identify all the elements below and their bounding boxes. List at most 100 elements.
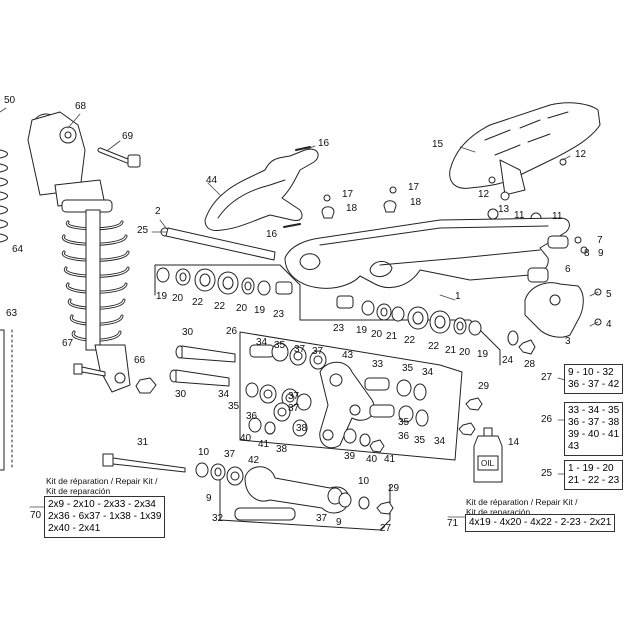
callout-1: 1 [455,291,461,302]
bracket-3 [524,282,584,338]
callout-11-right: 11 [552,211,563,222]
callout-64: 64 [12,244,24,255]
chain-guard-15 [449,102,601,196]
kit-70-title-line-1: Kit de réparation / Repair Kit / [46,476,158,486]
axle-bolt-2 [160,227,276,261]
callout-16-top: 16 [318,138,330,149]
callout-3: 3 [565,336,571,347]
callout-33-a: 33 [372,359,384,370]
screw-9 [574,236,582,244]
kit-70-number: 70 [30,510,42,521]
callout-34-c: 34 [218,389,230,400]
callout-27-bottom: 27 [380,523,392,534]
group-26-number: 26 [541,414,553,425]
group-25-parts-box: 1 - 19 - 20 21 - 22 - 23 [564,460,624,490]
callout-24: 24 [502,355,514,366]
oil-bottle-14 [473,427,503,483]
callout-9-left: 9 [206,493,212,504]
callout-5: 5 [606,289,612,300]
callout-17-left: 17 [342,189,354,200]
pin-30-upper [175,345,236,363]
callout-34-d: 34 [434,436,446,447]
bolt-31 [102,453,186,473]
callout-68: 68 [75,101,87,112]
callout-42: 42 [248,455,260,466]
callout-39: 39 [344,451,356,462]
clip-18-right [383,200,397,213]
callout-35-b: 35 [402,363,414,374]
linkage-box-26 [239,331,463,461]
nut-29-right [465,397,483,411]
callout-37-a: 37 [294,344,306,355]
ring-11-left [487,208,499,220]
callout-43: 43 [342,350,354,361]
kit-71-title-line-1: Kit de réparation / Repair Kit / [466,497,578,507]
callout-14: 14 [508,437,520,448]
shock-absorber [27,111,141,393]
group-26-line-4: 43 [568,441,580,452]
callout-37-b: 37 [312,346,324,357]
callout-12-left: 12 [478,189,490,200]
callout-17-right: 17 [408,182,420,193]
screw-17-right [389,186,397,194]
group-26-parts-box: 33 - 34 - 35 36 - 37 - 38 39 - 40 - 41 4… [564,402,624,456]
group-27-number: 27 [541,372,553,383]
callout-35-c: 35 [228,401,240,412]
callout-22-a: 22 [192,297,204,308]
callout-50: 50 [4,95,16,106]
callout-63: 63 [6,308,18,319]
callout-35-e: 35 [414,435,426,446]
screw-17-left [323,194,331,202]
callout-13: 13 [498,204,510,215]
kit-70-line-2: 2x36 - 6x37 - 1x38 - 1x39 [48,511,162,522]
callout-22-b: 22 [214,301,226,312]
kit-70-parts-box: 2x9 - 2x10 - 2x33 - 2x34 2x36 - 6x37 - 1… [44,496,166,538]
callout-11-left: 11 [514,210,525,221]
callout-41-a: 41 [258,439,270,450]
group-27-parts-box: 9 - 10 - 32 36 - 37 - 42 [564,364,624,394]
callout-36-b: 36 [398,431,410,442]
callout-37-e: 37 [224,449,236,460]
callout-30-upper: 30 [182,327,194,338]
callout-19-b: 19 [254,305,266,316]
callout-34-b: 34 [422,367,434,378]
callout-26-top: 26 [226,326,238,337]
callout-12-right: 12 [575,149,587,160]
kit-71-number: 71 [447,518,459,529]
kit-70-title-line-2: Kit de reparación [46,486,111,496]
leader-lines [0,107,599,518]
group-26-line-3: 39 - 40 - 41 [568,429,620,440]
group-25-line-2: 21 - 22 - 23 [568,475,620,486]
callout-22-c: 22 [404,335,416,346]
callout-25-top: 25 [137,225,149,236]
bolt-16-top [295,146,311,151]
callout-9-right: 9 [336,517,342,528]
callout-35-a: 35 [274,340,286,351]
callout-34-a: 34 [256,337,268,348]
kit-70-title: Kit de réparation / Repair Kit / Kit de … [46,476,158,496]
kit-70-line-3: 2x40 - 2x41 [48,523,101,534]
callout-19-d: 19 [477,349,489,360]
clip-18-left [321,206,335,219]
bearing-box-25 [154,264,536,366]
kit-71-title: Kit de réparation / Repair Kit / Kit de … [466,497,578,517]
callout-6: 6 [565,264,571,275]
callout-10-right: 10 [358,476,370,487]
callout-38-a: 38 [296,423,308,434]
callout-21-b: 21 [445,345,457,356]
callout-40-a: 40 [240,433,252,444]
callout-30-lower: 30 [175,389,187,400]
callout-28: 28 [524,359,536,370]
callout-22-d: 22 [428,341,440,352]
group-27-line-2: 36 - 37 - 42 [568,379,620,390]
bolt-16-bottom [283,223,301,228]
group-27-line-1: 9 - 10 - 32 [568,367,614,378]
washer-13 [500,191,510,201]
callout-8: 8 [584,248,590,259]
callout-66: 66 [134,355,146,366]
callout-16-bottom: 16 [266,229,278,240]
callout-32: 32 [212,513,224,524]
group-25-number: 25 [541,468,553,479]
callout-20-b: 20 [236,303,248,314]
